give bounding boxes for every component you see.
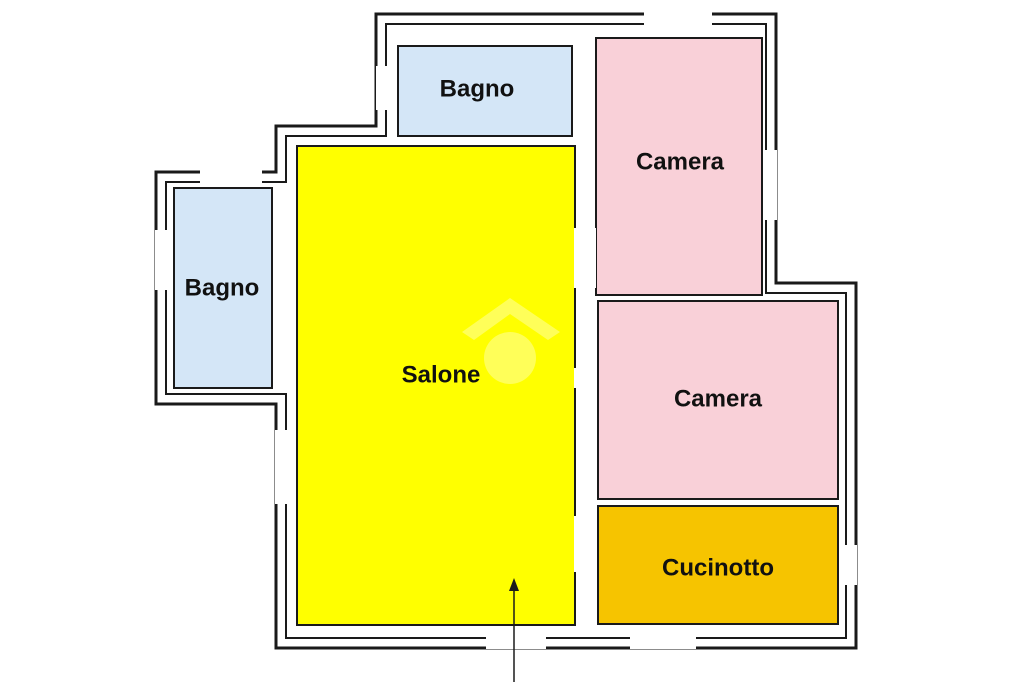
room-camera-top (595, 37, 763, 296)
room-label-camera-top: Camera (636, 148, 725, 175)
entrance-arrow-icon (509, 578, 519, 682)
openings (155, 12, 857, 649)
room-label-bagno-left: Bagno (185, 274, 260, 301)
room-label-camera-mid: Camera (674, 385, 763, 412)
room-label-bagno-top: Bagno (440, 75, 515, 102)
room-bagno-top (397, 45, 573, 137)
room-label-salone: Salone (402, 361, 481, 388)
outer-walls (154, 12, 858, 650)
room-cucinotto (597, 505, 839, 625)
house-logo-icon (462, 298, 560, 384)
room-salone (296, 145, 576, 626)
room-bagno-left (173, 187, 273, 389)
room-label-cucinotto: Cucinotto (662, 554, 774, 581)
room-camera-mid (597, 300, 839, 500)
